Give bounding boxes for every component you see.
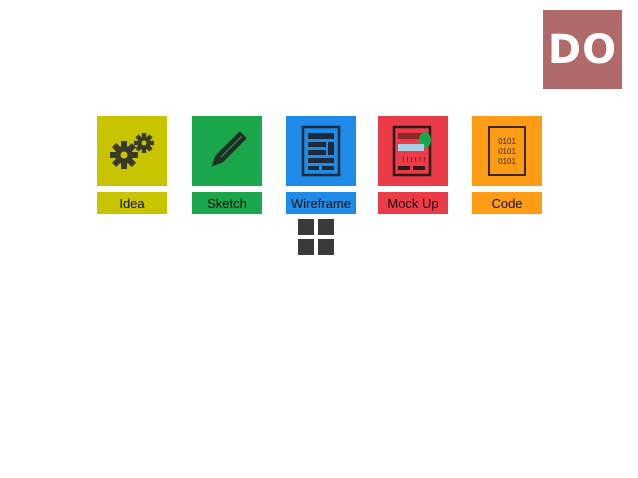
tile-sketch-icon-box (192, 116, 262, 186)
tile-wireframe[interactable]: Wireframe (286, 116, 356, 214)
tile-mockup[interactable]: !!!!!! Mock Up (378, 116, 448, 214)
pencil-icon (211, 131, 247, 167)
tile-idea[interactable]: Idea (97, 116, 167, 214)
code-line-3: 0101 (498, 157, 516, 166)
tile-code-icon-box: 0101 0101 0101 (472, 116, 542, 186)
mockup-page-icon: !!!!!! (392, 125, 432, 177)
gears-icon (110, 133, 154, 169)
mockup-marks: !!!!!! (401, 156, 426, 164)
tile-mockup-icon-box: !!!!!! (378, 116, 448, 186)
tile-mockup-label: Mock Up (378, 192, 448, 214)
wireframe-page-icon (301, 125, 341, 177)
tile-wireframe-label: Wireframe (286, 192, 356, 214)
tile-code-label: Code (472, 192, 542, 214)
tile-sketch[interactable]: Sketch (192, 116, 262, 214)
tile-wireframe-icon-box (286, 116, 356, 186)
do-badge: DO (543, 10, 622, 89)
tile-idea-icon-box (97, 116, 167, 186)
do-badge-text: DO (547, 26, 618, 73)
code-line-1: 0101 (498, 137, 516, 146)
tile-idea-label: Idea (97, 192, 167, 214)
binary-code-icon: 0101 0101 0101 (488, 126, 526, 176)
tile-code[interactable]: 0101 0101 0101 Code (472, 116, 542, 214)
code-line-2: 0101 (498, 147, 516, 156)
grid-icon[interactable] (298, 219, 334, 255)
tile-sketch-label: Sketch (192, 192, 262, 214)
